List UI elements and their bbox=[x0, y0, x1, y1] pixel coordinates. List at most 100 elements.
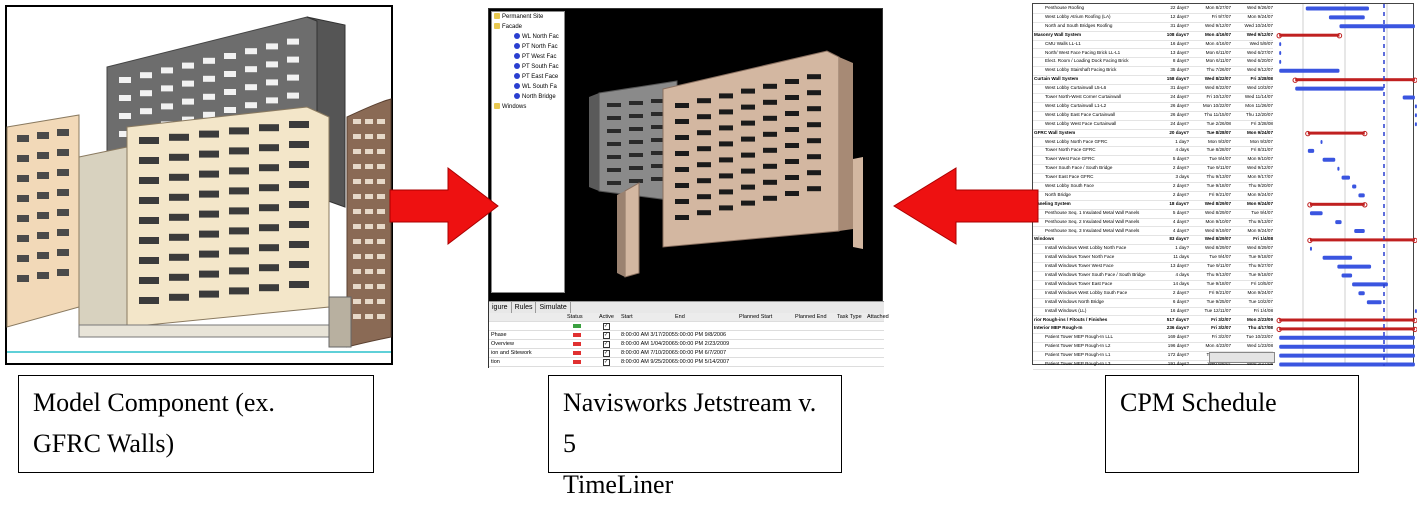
task-name: Patient Tower MEP Rough-In L3 bbox=[1045, 361, 1111, 366]
tree-item[interactable]: PT South Fac bbox=[492, 62, 564, 72]
table-row[interactable]: Install Windows Tower South Face / South… bbox=[1033, 271, 1273, 281]
table-row[interactable]: Penthouse Seq. 1 Insulated Metal Wall Pa… bbox=[1033, 209, 1273, 219]
summary-end-marker bbox=[1412, 317, 1417, 324]
active-checkbox[interactable]: ✓ bbox=[603, 341, 610, 348]
active-checkbox[interactable]: ✓ bbox=[603, 323, 610, 330]
window-icon bbox=[629, 166, 643, 170]
cpm-scrollbar[interactable] bbox=[1209, 352, 1275, 363]
column-header[interactable]: Start bbox=[621, 314, 633, 320]
window-icon bbox=[245, 66, 257, 73]
column-header[interactable]: Task Type bbox=[837, 314, 862, 320]
tree-item[interactable]: PT West Fac bbox=[492, 52, 564, 62]
column-header[interactable]: End bbox=[675, 314, 685, 320]
window-icon bbox=[763, 147, 777, 153]
window-icon bbox=[229, 267, 249, 275]
window-icon bbox=[353, 254, 361, 259]
tree-item[interactable]: Permanent Site bbox=[492, 12, 564, 22]
window-icon bbox=[353, 179, 361, 184]
task-start: Wed 8/22/07 bbox=[1205, 85, 1231, 91]
table-row[interactable]: Penthouse Seq. 2 Insulated Metal Wall Pa… bbox=[1033, 218, 1273, 228]
column-header[interactable]: Status bbox=[567, 314, 583, 320]
tab-rules[interactable]: Rules bbox=[512, 302, 537, 314]
tree-item[interactable]: North Bridge bbox=[492, 92, 564, 102]
window-icon bbox=[289, 141, 309, 148]
window-icon bbox=[245, 102, 257, 109]
tree-item[interactable]: Windows bbox=[492, 102, 564, 112]
window-icon bbox=[353, 194, 361, 199]
window-icon bbox=[763, 83, 777, 89]
window-icon bbox=[353, 134, 361, 139]
task-bar bbox=[1320, 140, 1323, 144]
task-bar bbox=[1307, 148, 1315, 153]
task-start: Wed 6/6/07 bbox=[1207, 361, 1231, 366]
tree-item[interactable]: PT East Face bbox=[492, 72, 564, 82]
tree-item[interactable]: PT North Fac bbox=[492, 42, 564, 52]
column-header[interactable]: Active bbox=[599, 314, 614, 320]
column-header[interactable]: Planned Start bbox=[739, 314, 773, 320]
window-icon bbox=[763, 131, 777, 137]
window-icon bbox=[259, 164, 279, 172]
window-icon bbox=[675, 135, 689, 140]
tab-igure[interactable]: igure bbox=[489, 302, 512, 314]
task-name: CMU Walls LL-L1 bbox=[1045, 40, 1081, 46]
window-icon bbox=[57, 149, 69, 156]
task-finish: Thu 12/20/07 bbox=[1245, 111, 1273, 117]
column-header[interactable]: Attached bbox=[867, 314, 889, 320]
window-icon bbox=[365, 314, 373, 319]
table-row[interactable]: ✓ bbox=[489, 322, 884, 331]
tree-item[interactable]: WL South Fa bbox=[492, 82, 564, 92]
tree-item[interactable]: WL North Fac bbox=[492, 32, 564, 42]
active-checkbox[interactable]: ✓ bbox=[603, 332, 610, 339]
tab-simulate[interactable]: Simulate bbox=[536, 302, 571, 314]
table-row[interactable]: Penthouse Seq. 3 Insulated Metal Wall Pa… bbox=[1033, 227, 1273, 237]
window-icon bbox=[675, 119, 689, 124]
table-row[interactable]: West Lobby Atrium Roofing (LA)12 days?Fr… bbox=[1033, 13, 1273, 23]
window-icon bbox=[365, 164, 373, 169]
window-icon bbox=[353, 164, 361, 169]
active-checkbox[interactable]: ✓ bbox=[603, 359, 610, 366]
table-row[interactable]: Install Windows (LL)16 days?Tue 12/11/07… bbox=[1033, 307, 1273, 317]
active-checkbox[interactable]: ✓ bbox=[603, 350, 610, 357]
tree-item[interactable]: Facade bbox=[492, 22, 564, 32]
column-header[interactable]: Planned End bbox=[795, 314, 827, 320]
summary-start-marker bbox=[1276, 317, 1282, 324]
